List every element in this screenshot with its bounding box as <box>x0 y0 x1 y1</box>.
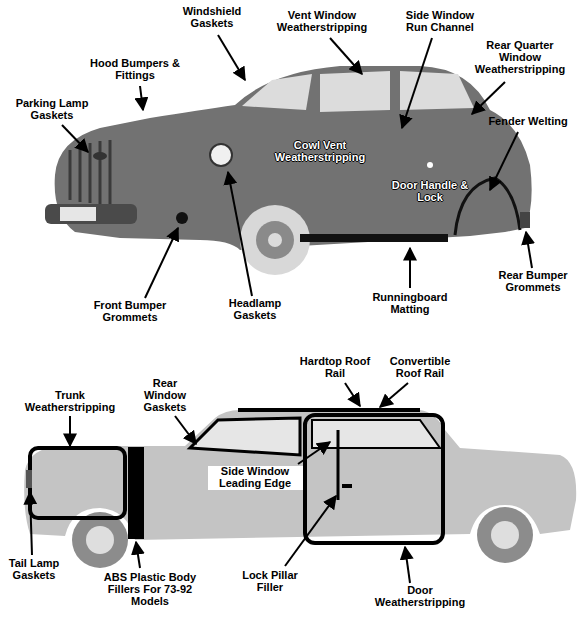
part-label: Hood Bumpers & Fittings <box>80 58 190 82</box>
part-label: Fender Welting <box>483 116 573 128</box>
part-label: Rear Bumper Grommets <box>493 270 573 294</box>
part-label: Headlamp Gaskets <box>220 298 290 322</box>
part-label: Rear Window Gaskets <box>135 378 195 414</box>
part-label: Door Weatherstripping <box>365 585 475 609</box>
part-label: Vent Window Weatherstripping <box>270 10 375 34</box>
part-label: Side Window Run Channel <box>398 10 483 34</box>
part-label: Hardtop Roof Rail <box>298 356 373 380</box>
part-label: Cowl Vent Weatherstripping <box>268 140 373 164</box>
part-label: ABS Plastic Body Fillers For 73-92 Model… <box>90 572 210 608</box>
part-label: Front Bumper Grommets <box>85 300 175 324</box>
part-label: Parking Lamp Gaskets <box>12 98 92 122</box>
part-label: Tail Lamp Gaskets <box>4 558 64 582</box>
hardtop-illustration <box>24 410 576 568</box>
part-label: Windshield Gaskets <box>175 6 250 30</box>
part-label: Door Handle & Lock <box>388 180 473 204</box>
sedan-illustration <box>45 66 532 275</box>
part-label: Lock Pillar Filler <box>235 570 305 594</box>
leader-lines <box>30 35 532 583</box>
part-label: Trunk Weatherstripping <box>15 390 125 414</box>
part-label: Convertible Roof Rail <box>380 356 460 380</box>
part-label: Runningboard Matting <box>363 292 458 316</box>
part-label: Rear Quarter Window Weatherstripping <box>468 40 573 76</box>
part-label: Side Window Leading Edge <box>208 466 303 490</box>
